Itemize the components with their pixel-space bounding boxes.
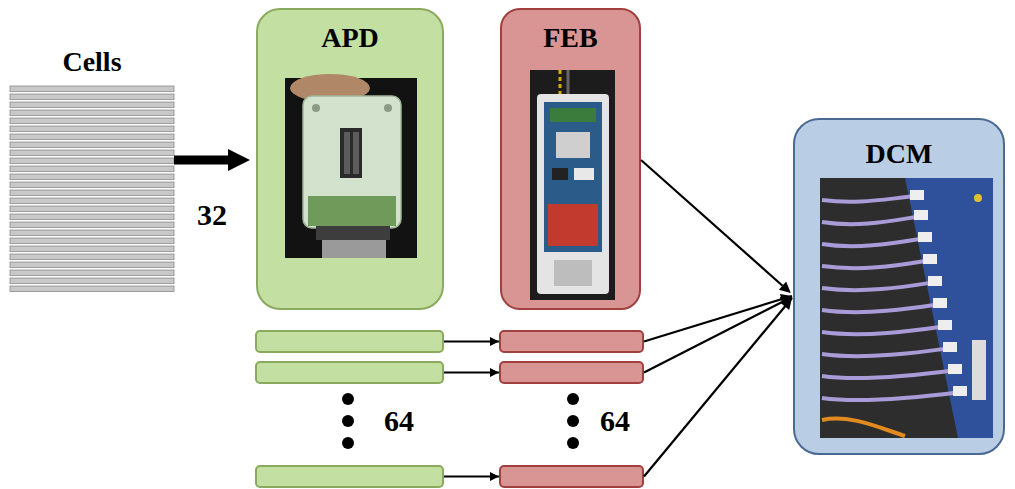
cell xyxy=(10,86,174,92)
arrow xyxy=(444,372,499,374)
cell xyxy=(10,262,174,268)
cell xyxy=(10,126,174,132)
apd-chip xyxy=(340,128,362,178)
arrow xyxy=(644,297,792,373)
connector-arrow xyxy=(641,160,783,286)
count-label: 32 xyxy=(194,198,230,232)
dot xyxy=(567,393,579,405)
cell xyxy=(10,254,174,260)
cell xyxy=(10,182,174,188)
feb-bars xyxy=(500,331,643,487)
photo-ground xyxy=(285,78,417,258)
housing xyxy=(537,94,609,294)
cable xyxy=(567,70,570,96)
bar-arrows xyxy=(444,342,499,477)
dot xyxy=(567,437,579,449)
dot xyxy=(342,437,354,449)
cell xyxy=(10,214,174,220)
cell-stack xyxy=(10,86,174,292)
cell xyxy=(10,110,174,116)
screw xyxy=(312,104,320,112)
chip-pins xyxy=(344,132,350,174)
arrow xyxy=(444,476,499,478)
fibre-cable xyxy=(822,419,905,436)
cell xyxy=(10,278,174,284)
connector-arrow xyxy=(174,156,228,165)
dot xyxy=(342,393,354,405)
cell xyxy=(10,174,174,180)
feb-bar xyxy=(500,362,643,383)
connector xyxy=(550,108,596,122)
dot xyxy=(567,415,579,427)
feb-bar xyxy=(500,331,643,352)
cell xyxy=(10,134,174,140)
housing-base xyxy=(554,260,592,286)
apd-bar xyxy=(256,331,443,352)
chip xyxy=(556,132,590,158)
board-sticker xyxy=(972,340,986,400)
feb-board xyxy=(544,102,602,252)
box-title: Cells xyxy=(12,46,172,78)
cell xyxy=(10,150,174,156)
cell xyxy=(10,246,174,252)
cell xyxy=(10,190,174,196)
apd-board xyxy=(303,96,401,228)
label-sticker xyxy=(574,168,594,180)
arrow xyxy=(644,298,792,477)
arrow xyxy=(444,341,499,343)
photo-ground xyxy=(530,70,615,300)
feb-photo xyxy=(530,70,615,300)
cell xyxy=(10,230,174,236)
cable xyxy=(559,70,562,96)
cell xyxy=(10,158,174,164)
ellipsis-dots xyxy=(342,393,579,449)
plugs xyxy=(910,190,967,396)
apd-photo xyxy=(285,74,417,258)
cell xyxy=(10,118,174,124)
pcb xyxy=(308,196,396,226)
cell xyxy=(10,286,174,292)
screw xyxy=(384,104,392,112)
cell xyxy=(10,198,174,204)
apd-bars xyxy=(256,331,443,487)
chip xyxy=(552,168,568,180)
cell xyxy=(10,238,174,244)
dot xyxy=(342,415,354,427)
cell xyxy=(10,166,174,172)
box-title: APD xyxy=(258,22,442,54)
cell xyxy=(10,94,174,100)
cables xyxy=(822,196,961,400)
cell xyxy=(10,102,174,108)
count-label: 64 xyxy=(384,404,414,438)
cell xyxy=(10,206,174,212)
cell xyxy=(10,222,174,228)
red-board xyxy=(548,204,598,246)
apd-bar xyxy=(256,466,443,487)
photo-ground xyxy=(820,178,993,438)
cell xyxy=(10,270,174,276)
connector xyxy=(316,226,390,240)
dcm-feed-lines xyxy=(644,296,792,477)
apd-bar xyxy=(256,362,443,383)
chip-pins xyxy=(353,132,359,174)
led xyxy=(974,194,982,202)
count-label: 64 xyxy=(600,404,630,438)
feb-bar xyxy=(500,466,643,487)
box-title: DCM xyxy=(795,138,1003,170)
dcm-photo xyxy=(820,178,993,438)
box-title: FEB xyxy=(502,22,639,54)
cell xyxy=(10,142,174,148)
ribbon-cable xyxy=(322,240,386,258)
